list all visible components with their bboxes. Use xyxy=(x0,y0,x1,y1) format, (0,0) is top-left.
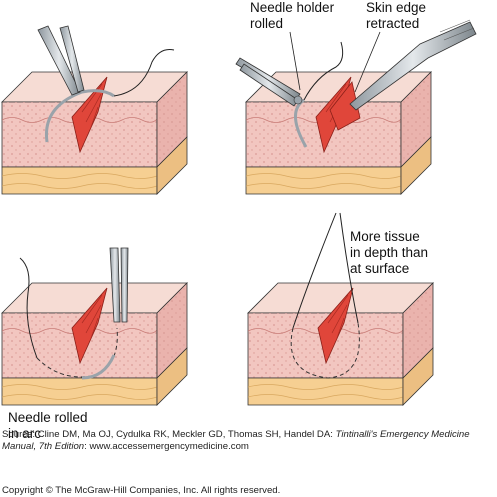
label-line: Needle rolled xyxy=(8,410,88,425)
needle-holder-instrument xyxy=(37,25,85,96)
copyright-notice: Copyright © The McGraw-Hill Companies, I… xyxy=(2,485,281,496)
label-line: at surface xyxy=(350,261,410,276)
label-line: More tissue xyxy=(350,229,420,244)
skin-edge-retracted-label: Skin edge retracted xyxy=(366,0,426,32)
label-line: Needle holder xyxy=(250,0,335,15)
needle-holder-rolled-label: Needle holder rolled xyxy=(250,0,334,32)
vertical-needle-holder-instrument xyxy=(109,247,129,323)
source-suffix: : www.accessemergencymedicine.com xyxy=(84,441,249,452)
panel-needle-rolled-in-arc xyxy=(1,257,188,406)
panel-more-tissue-in-depth xyxy=(247,212,434,406)
source-prefix: Source: Cline DM, Ma OJ, Cydulka RK, Mec… xyxy=(2,429,336,440)
rolled-needle-holder-instrument xyxy=(235,57,303,107)
needle-rolled-in-arc-label: Needle rolled in arc xyxy=(8,410,88,442)
label-line: in arc xyxy=(8,426,42,441)
suture-technique-illustration xyxy=(1,19,477,406)
source-title: Tintinalli's Emergency Medicine Manual, … xyxy=(2,429,470,452)
label-line: in depth than xyxy=(350,245,429,260)
panel-needle-entry xyxy=(1,49,188,195)
needle-holder-pointer xyxy=(289,31,301,91)
label-line: rolled xyxy=(250,16,284,31)
retracted-skin-flap xyxy=(329,81,361,131)
label-line: retracted xyxy=(366,16,420,31)
more-tissue-label: More tissue in depth than at surface xyxy=(350,229,428,277)
forceps-instrument xyxy=(349,19,477,111)
skin-edge-pointer xyxy=(354,31,381,93)
label-line: Skin edge xyxy=(366,0,427,15)
source-citation: Source: Cline DM, Ma OJ, Cydulka RK, Mec… xyxy=(2,429,497,453)
